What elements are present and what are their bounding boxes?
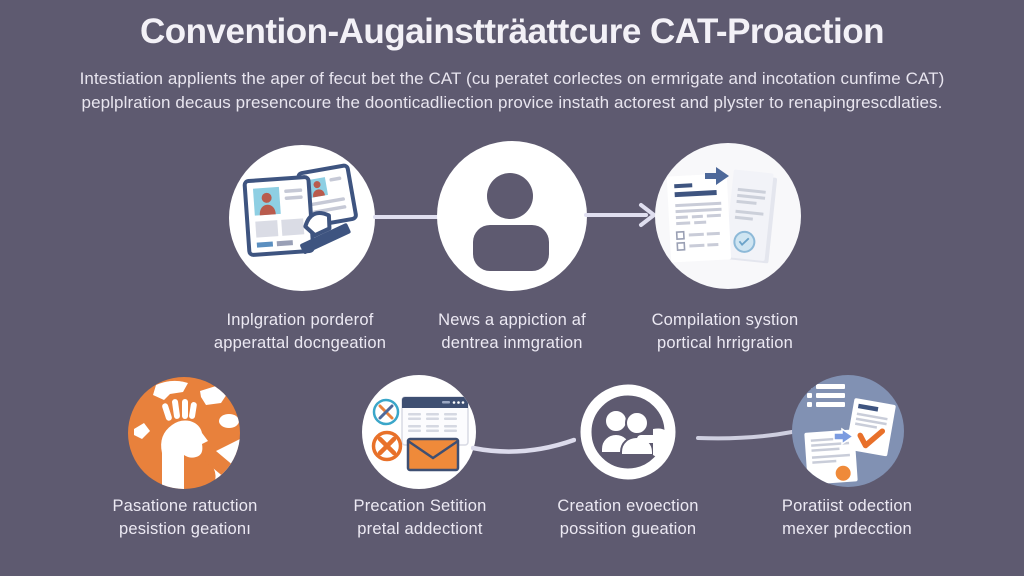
subtitle-line-1: Intestiation applients the aper of fecut… [79,69,945,88]
step-label-line: Creation evoection [557,497,699,515]
step-circle [128,377,240,489]
connector-curve [471,437,576,454]
step-circle [655,143,801,289]
step-label-line: Inplgration porderof [226,311,374,329]
step-circle [792,375,904,487]
globe-head-profile-icon [134,380,240,489]
page-title: Convention-Augainstträattcure CAT-Proact… [139,12,885,51]
immigration-documents-stamp-icon [242,163,358,257]
step-label-line: dentrea inmgration [441,334,583,352]
connector-arrow-icon [584,203,656,227]
step-label-line: Precation Setition [353,497,487,515]
approved-documents-icon [666,167,778,264]
step-label: News a appiction af dentrea inmgration [387,309,637,355]
checklist-approved-documents-icon [804,384,896,485]
step-label-line: mexer prdecction [782,520,912,538]
step-circle [573,377,683,487]
step-label-line: possition gueation [559,520,697,538]
step-label-line: Pasatione ratuction [112,497,258,515]
step-label-line: Poratiist odection [781,497,913,515]
step-label: Pasatione ratuction pesistion geationı [60,495,310,541]
connector-curve [696,430,794,441]
step-label: Compilation systion portical hrrigration [600,309,850,355]
step-circle [362,375,476,489]
step-label: Inplgration porderof apperattal docngeat… [175,309,425,355]
step-circle [437,141,587,291]
applicant-person-icon [473,173,549,271]
step-label-line: News a appiction af [438,311,586,329]
step-label-line: Compilation systion [651,311,799,329]
connector-line [373,215,439,219]
subtitle-line-2: peplplration decaus presencoure the doon… [81,93,943,112]
people-selection-icon [580,384,676,480]
step-label: Creation evoection possition gueation [503,495,753,541]
step-label-line: apperattal docngeation [213,334,387,352]
step-label: Poratiist odection mexer prdecction [722,495,972,541]
step-label: Precation Setition pretal addectiont [295,495,545,541]
browser-envelope-rejection-icon [371,396,469,472]
step-label-line: pretal addectiont [357,520,483,538]
step-circle [229,145,375,291]
step-label-line: pesistion geationı [118,520,252,538]
step-label-line: portical hrrigration [656,334,794,352]
